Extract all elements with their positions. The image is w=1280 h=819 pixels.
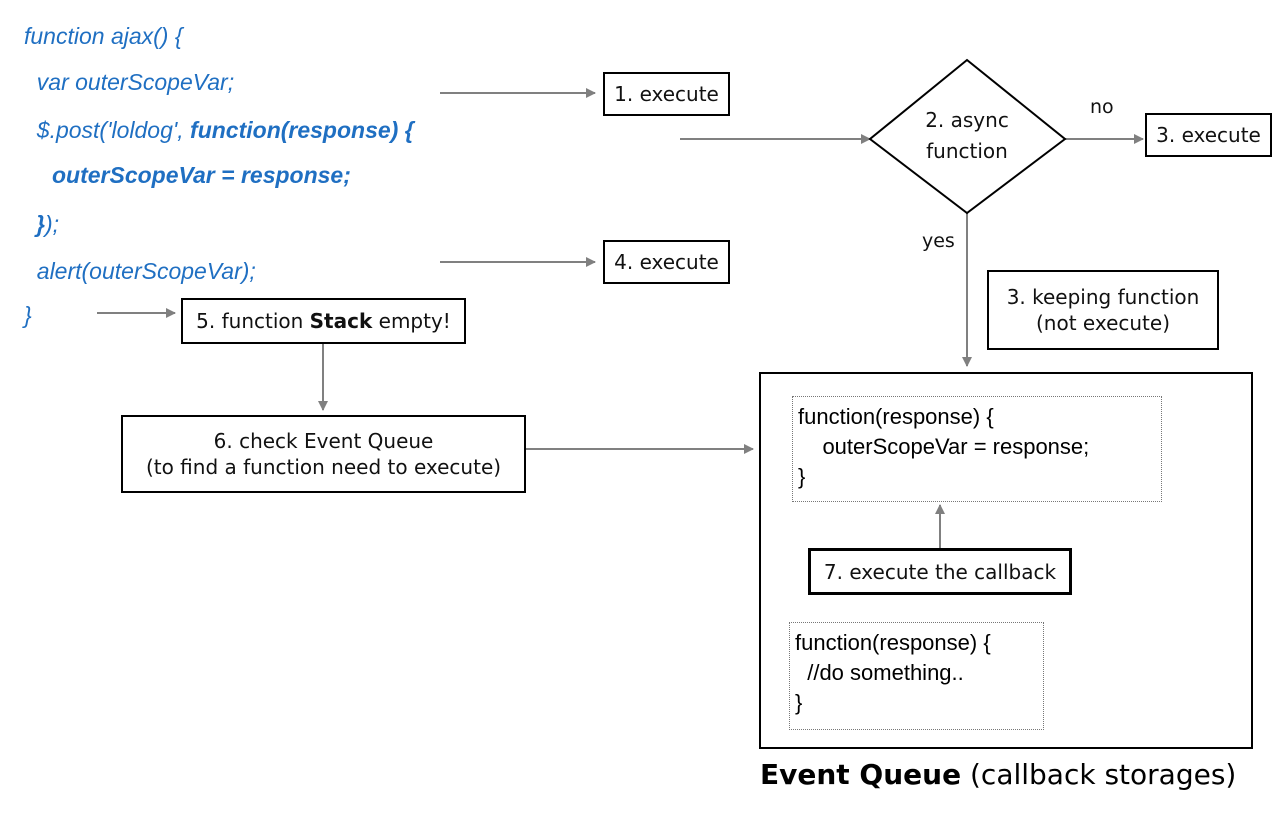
event-queue-container	[759, 372, 1253, 749]
event-queue-title-bold: Event Queue	[760, 758, 962, 791]
step-6-line2: (to find a function need to execute)	[145, 455, 502, 479]
code-post-call: $.post('loldog',	[24, 117, 191, 143]
step-5-box: 5. function Stack empty!	[181, 298, 466, 344]
step-7-label: 7. execute the callback	[823, 559, 1057, 584]
event-queue-title-rest: (callback storages)	[961, 758, 1237, 791]
decision-diamond	[868, 58, 1067, 215]
step-3-execute-label: 3. execute	[1156, 123, 1261, 147]
code-line-5: });	[36, 210, 59, 238]
code-line-4: outerScopeVar = response;	[52, 161, 351, 189]
code-callback-signature: function(response) {	[190, 117, 414, 143]
step-1-box: 1. execute	[603, 72, 730, 116]
queued-callback-1: function(response) { outerScopeVar = res…	[792, 396, 1162, 502]
code-line-6: alert(outerScopeVar);	[24, 258, 256, 284]
step-3-keep-line2: (not execute)	[1035, 311, 1170, 335]
branch-no-label: no	[1090, 96, 1114, 118]
queued-callback-2: function(response) { //do something.. }	[789, 622, 1044, 730]
code-callback-body: outerScopeVar = response;	[52, 162, 351, 188]
step-6-box: 6. check Event Queue (to find a function…	[121, 415, 526, 493]
step-4-label: 4. execute	[614, 250, 719, 274]
step-4-box: 4. execute	[603, 240, 730, 284]
decision-line1: 2. async	[925, 108, 1009, 132]
branch-yes-label: yes	[922, 230, 955, 252]
step-7-box: 7. execute the callback	[808, 548, 1072, 595]
step-5-suffix: empty!	[372, 309, 451, 333]
code-line-2: var outerScopeVar;	[24, 69, 235, 95]
step-3-keep-box: 3. keeping function (not execute)	[987, 270, 1219, 350]
step-5-prefix: 5. function	[196, 309, 310, 333]
step-3-execute-box: 3. execute	[1145, 113, 1272, 157]
step-3-keep-line1: 3. keeping function	[1006, 285, 1200, 309]
decision-line2: function	[926, 139, 1008, 163]
code-callback-close: );	[44, 211, 60, 237]
step-1-label: 1. execute	[614, 82, 719, 106]
code-line-7: }	[24, 302, 32, 328]
step-6-line1: 6. check Event Queue	[213, 429, 434, 453]
code-line-1: function ajax() {	[24, 23, 183, 49]
code-line-3: $.post('loldog', function(response) {	[24, 116, 414, 144]
step-5-stack: Stack	[309, 309, 373, 333]
code-callback-brace: }	[36, 211, 45, 237]
event-queue-title: Event Queue (callback storages)	[760, 758, 1236, 791]
